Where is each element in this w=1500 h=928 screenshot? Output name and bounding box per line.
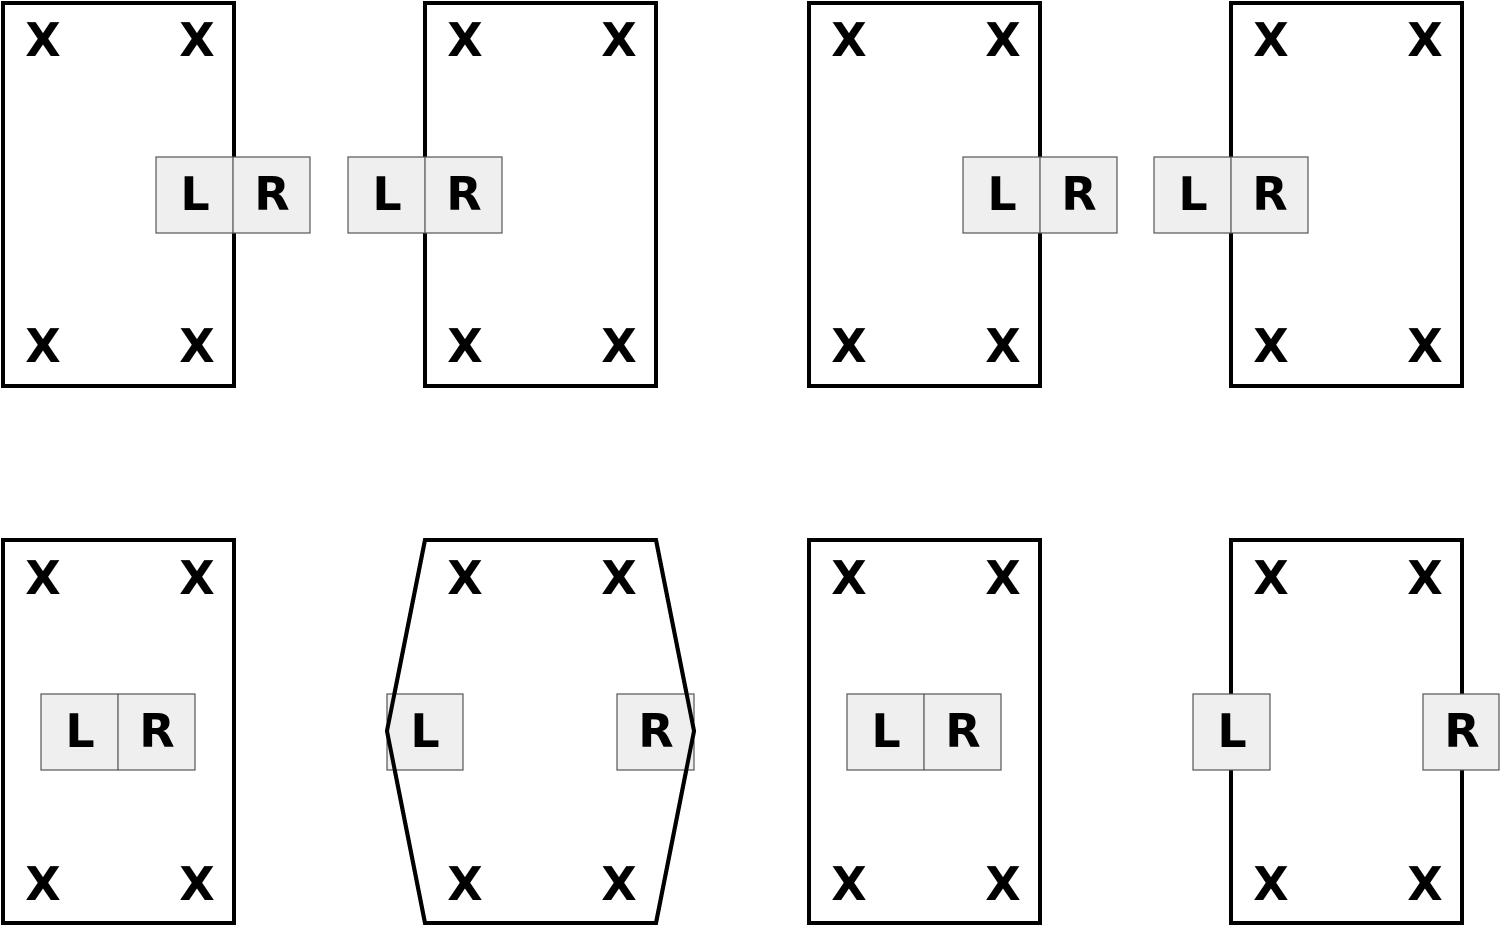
left-box: [386, 693, 464, 771]
left-label: L: [180, 167, 209, 221]
right-box: [616, 693, 695, 771]
right-label: R: [139, 704, 174, 758]
left-box: [962, 156, 1041, 234]
frame-bottom-left-a: [1, 538, 236, 925]
left-box: [155, 156, 234, 234]
left-box: [347, 156, 426, 234]
corner-x-mark: X: [25, 857, 60, 911]
corner-x-mark: X: [447, 13, 482, 67]
left-label: L: [410, 704, 439, 758]
corner-x-mark: X: [1407, 551, 1442, 605]
left-box: [846, 693, 925, 771]
corner-x-mark: X: [1253, 319, 1288, 373]
corner-x-mark: X: [985, 551, 1020, 605]
right-label: R: [1061, 167, 1096, 221]
right-label: R: [1444, 704, 1479, 758]
corner-x-mark: X: [179, 13, 214, 67]
right-box: [424, 156, 503, 234]
panel-top-right: X X X X X X X X L R L R: [807, 1, 1464, 388]
panel-top-left: X X X X X X X X L R L R: [1, 1, 658, 388]
right-box: [117, 693, 196, 771]
corner-x-mark: X: [985, 319, 1020, 373]
corner-x-mark: X: [1253, 13, 1288, 67]
corner-x-mark: X: [831, 857, 866, 911]
right-label: R: [446, 167, 481, 221]
right-box: [232, 156, 311, 234]
left-box: [1192, 693, 1271, 771]
right-label: R: [945, 704, 980, 758]
corner-x-mark: X: [179, 319, 214, 373]
right-box: [1422, 693, 1500, 771]
corner-x-mark: X: [831, 13, 866, 67]
right-box: [1230, 156, 1309, 234]
hexagon-edge-overlay: [384, 538, 697, 925]
corner-x-mark: X: [25, 551, 60, 605]
corner-x-mark: X: [601, 551, 636, 605]
corner-x-mark: X: [1407, 857, 1442, 911]
left-label: L: [871, 704, 900, 758]
panel-bottom-left: X X X X X X X X L R L R: [1, 538, 697, 925]
corner-x-mark: X: [831, 319, 866, 373]
corner-x-mark: X: [179, 551, 214, 605]
right-box: [923, 693, 1002, 771]
corner-x-mark: X: [601, 319, 636, 373]
corner-x-mark: X: [601, 857, 636, 911]
right-box: [1039, 156, 1118, 234]
corner-x-mark: X: [1407, 13, 1442, 67]
left-label: L: [1217, 704, 1246, 758]
panel-bottom-right: X X X X X X X X L R L R: [807, 538, 1500, 925]
left-label: L: [987, 167, 1016, 221]
corner-x-mark: X: [25, 13, 60, 67]
right-label: R: [1252, 167, 1287, 221]
corner-x-mark: X: [25, 319, 60, 373]
corner-x-mark: X: [1407, 319, 1442, 373]
corner-x-mark: X: [447, 319, 482, 373]
left-label: L: [1178, 167, 1207, 221]
corner-x-mark: X: [601, 13, 636, 67]
corner-x-mark: X: [985, 857, 1020, 911]
corner-x-mark: X: [447, 857, 482, 911]
corner-x-mark: X: [179, 857, 214, 911]
corner-x-mark: X: [831, 551, 866, 605]
left-label: L: [65, 704, 94, 758]
corner-x-mark: X: [1253, 551, 1288, 605]
frame-bottom-right-a: [807, 538, 1042, 925]
right-label: R: [254, 167, 289, 221]
right-label: R: [638, 704, 673, 758]
corner-x-mark: X: [447, 551, 482, 605]
left-label: L: [372, 167, 401, 221]
corner-x-mark: X: [985, 13, 1020, 67]
corner-x-mark: X: [1253, 857, 1288, 911]
